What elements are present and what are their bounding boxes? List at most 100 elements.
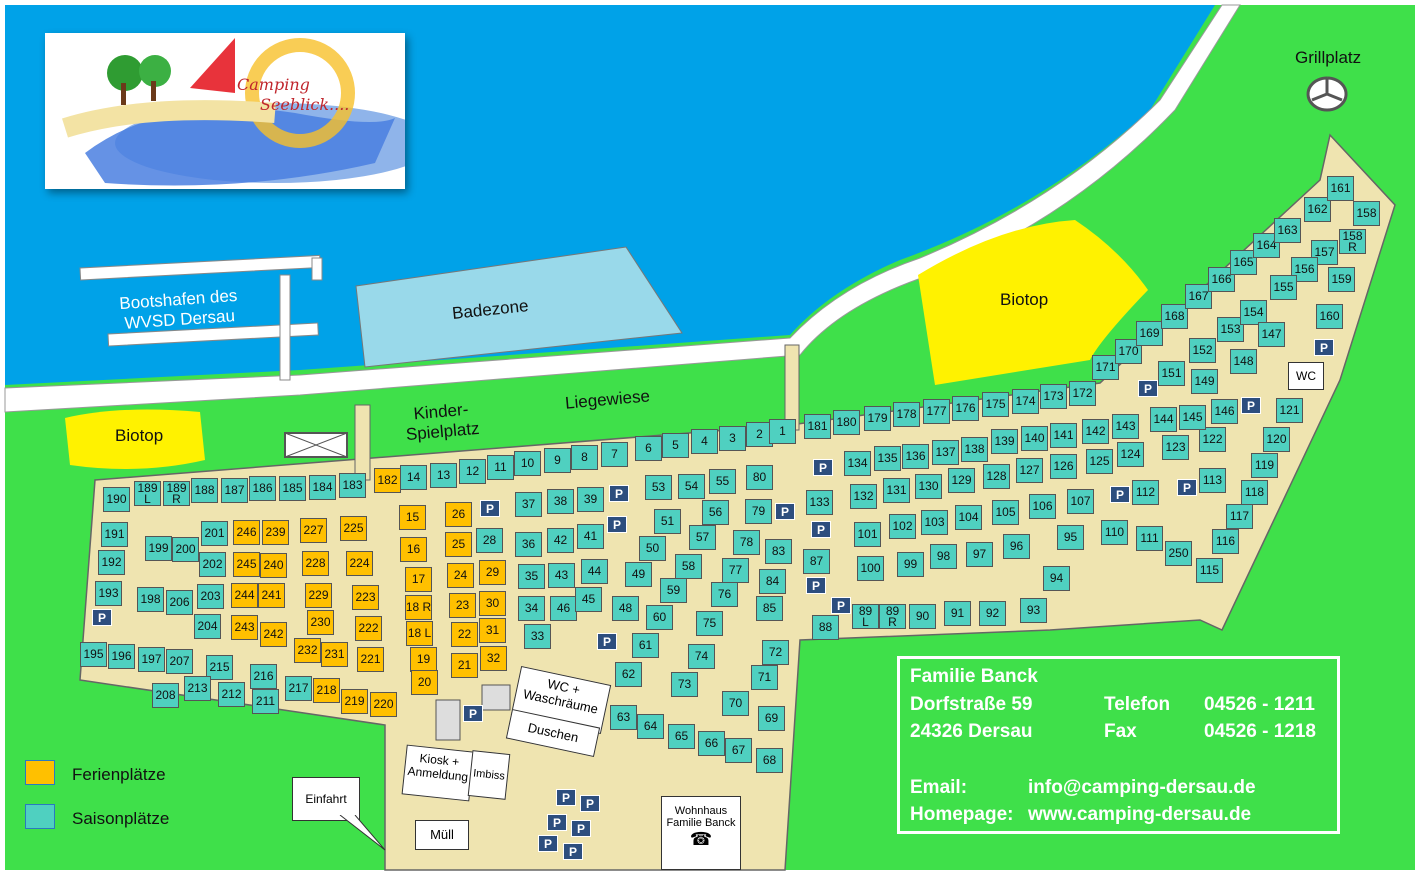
plot-176[interactable]: 176 — [952, 396, 979, 421]
plot-17[interactable]: 17 — [405, 567, 432, 592]
plot-167[interactable]: 167 — [1185, 284, 1212, 309]
plot-116[interactable]: 116 — [1212, 529, 1239, 554]
plot-189r[interactable]: 189 R — [163, 481, 190, 506]
plot-77[interactable]: 77 — [722, 558, 749, 583]
plot-50[interactable]: 50 — [639, 536, 666, 561]
plot-15[interactable]: 15 — [399, 505, 426, 530]
plot-130[interactable]: 130 — [915, 474, 942, 499]
plot-219[interactable]: 219 — [341, 689, 368, 714]
plot-97[interactable]: 97 — [966, 542, 993, 567]
plot-241[interactable]: 241 — [258, 583, 285, 608]
plot-212[interactable]: 212 — [218, 682, 245, 707]
plot-111[interactable]: 111 — [1136, 526, 1163, 551]
plot-71[interactable]: 71 — [751, 665, 778, 690]
plot-215[interactable]: 215 — [206, 655, 233, 680]
plot-25[interactable]: 25 — [445, 532, 472, 557]
plot-110[interactable]: 110 — [1101, 520, 1128, 545]
plot-37[interactable]: 37 — [515, 492, 542, 517]
plot-76[interactable]: 76 — [711, 582, 738, 607]
plot-11[interactable]: 11 — [487, 455, 514, 480]
plot-41[interactable]: 41 — [577, 524, 604, 549]
plot-206[interactable]: 206 — [166, 590, 193, 615]
plot-19[interactable]: 19 — [410, 647, 437, 672]
plot-23[interactable]: 23 — [449, 593, 476, 618]
plot-169[interactable]: 169 — [1136, 321, 1163, 346]
plot-62[interactable]: 62 — [615, 662, 642, 687]
plot-61[interactable]: 61 — [632, 633, 659, 658]
plot-211[interactable]: 211 — [252, 689, 279, 714]
plot-158r[interactable]: 158 R — [1339, 229, 1366, 254]
plot-30[interactable]: 30 — [479, 591, 506, 616]
plot-3[interactable]: 3 — [719, 426, 746, 451]
plot-179[interactable]: 179 — [864, 406, 891, 431]
plot-43[interactable]: 43 — [548, 563, 575, 588]
plot-83[interactable]: 83 — [765, 539, 792, 564]
plot-175[interactable]: 175 — [982, 392, 1009, 417]
plot-213[interactable]: 213 — [184, 676, 211, 701]
plot-117[interactable]: 117 — [1226, 504, 1253, 529]
plot-89l[interactable]: 89 L — [852, 604, 879, 629]
plot-196[interactable]: 196 — [108, 644, 135, 669]
plot-26[interactable]: 26 — [445, 502, 472, 527]
email-link[interactable]: info@camping-dersau.de — [1028, 777, 1256, 798]
plot-105[interactable]: 105 — [992, 500, 1019, 525]
plot-42[interactable]: 42 — [547, 528, 574, 553]
plot-123[interactable]: 123 — [1162, 435, 1189, 460]
plot-174[interactable]: 174 — [1012, 389, 1039, 414]
plot-216[interactable]: 216 — [250, 664, 277, 689]
plot-113[interactable]: 113 — [1199, 468, 1226, 493]
plot-148[interactable]: 148 — [1230, 349, 1257, 374]
plot-35[interactable]: 35 — [518, 564, 545, 589]
plot-125[interactable]: 125 — [1086, 449, 1113, 474]
plot-59[interactable]: 59 — [660, 578, 687, 603]
plot-54[interactable]: 54 — [678, 474, 705, 499]
plot-146[interactable]: 146 — [1211, 399, 1238, 424]
plot-177[interactable]: 177 — [923, 399, 950, 424]
plot-223[interactable]: 223 — [352, 585, 379, 610]
plot-165[interactable]: 165 — [1230, 250, 1257, 275]
plot-91[interactable]: 91 — [944, 601, 971, 626]
plot-231[interactable]: 231 — [321, 642, 348, 667]
plot-134[interactable]: 134 — [844, 451, 871, 476]
plot-104[interactable]: 104 — [955, 505, 982, 530]
plot-98[interactable]: 98 — [930, 544, 957, 569]
plot-171[interactable]: 171 — [1092, 355, 1119, 380]
plot-183[interactable]: 183 — [339, 473, 366, 498]
plot-199[interactable]: 199 — [145, 536, 172, 561]
plot-154[interactable]: 154 — [1240, 300, 1267, 325]
plot-119[interactable]: 119 — [1251, 453, 1278, 478]
plot-10[interactable]: 10 — [514, 451, 541, 476]
plot-80[interactable]: 80 — [746, 465, 773, 490]
plot-7[interactable]: 7 — [601, 442, 628, 467]
plot-195[interactable]: 195 — [80, 642, 107, 667]
plot-192[interactable]: 192 — [98, 550, 125, 575]
plot-157[interactable]: 157 — [1311, 240, 1338, 265]
plot-203[interactable]: 203 — [197, 584, 224, 609]
plot-186[interactable]: 186 — [249, 476, 276, 501]
plot-68[interactable]: 68 — [756, 748, 783, 773]
plot-85[interactable]: 85 — [756, 596, 783, 621]
plot-44[interactable]: 44 — [581, 559, 608, 584]
plot-99[interactable]: 99 — [897, 552, 924, 577]
plot-106[interactable]: 106 — [1029, 494, 1056, 519]
plot-164[interactable]: 164 — [1253, 233, 1280, 258]
plot-16[interactable]: 16 — [400, 537, 427, 562]
plot-145[interactable]: 145 — [1179, 405, 1206, 430]
plot-18l[interactable]: 18 L — [406, 621, 433, 646]
plot-74[interactable]: 74 — [688, 644, 715, 669]
plot-141[interactable]: 141 — [1050, 423, 1077, 448]
plot-58[interactable]: 58 — [675, 554, 702, 579]
plot-229[interactable]: 229 — [305, 583, 332, 608]
plot-34[interactable]: 34 — [518, 596, 545, 621]
plot-89r[interactable]: 89 R — [879, 604, 906, 629]
plot-228[interactable]: 228 — [302, 551, 329, 576]
plot-243[interactable]: 243 — [231, 615, 258, 640]
plot-55[interactable]: 55 — [709, 469, 736, 494]
plot-156[interactable]: 156 — [1291, 257, 1318, 282]
plot-244[interactable]: 244 — [231, 583, 258, 608]
plot-72[interactable]: 72 — [762, 640, 789, 665]
plot-95[interactable]: 95 — [1057, 525, 1084, 550]
plot-129[interactable]: 129 — [948, 468, 975, 493]
plot-245[interactable]: 245 — [233, 552, 260, 577]
plot-63[interactable]: 63 — [610, 705, 637, 730]
